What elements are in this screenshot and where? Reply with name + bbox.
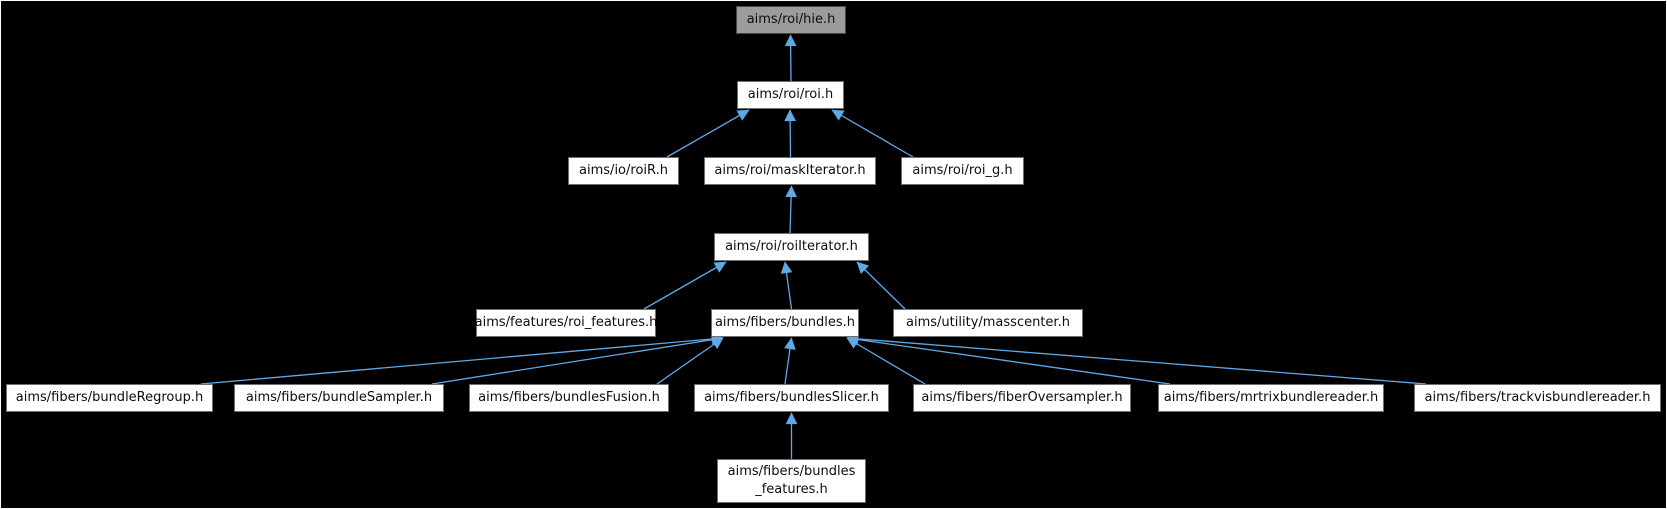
graph-edge-roi_features-to-roiIterator	[643, 261, 727, 310]
graph-node-aims-fibers-bundles-h[interactable]: aims/fibers/bundles.h	[711, 309, 859, 337]
graph-node-aims-fibers-bundlesfusion-h[interactable]: aims/fibers/bundlesFusion.h	[469, 384, 669, 412]
graph-node-aims-roi-roi-g-h[interactable]: aims/roi/roi_g.h	[901, 157, 1024, 185]
graph-node-aims-fibers-bundleregroup-h[interactable]: aims/fibers/bundleRegroup.h	[6, 384, 213, 412]
graph-node-aims-fibers-bundles-features-h[interactable]: aims/fibers/bundles _features.h	[717, 459, 866, 503]
graph-node-aims-fibers-bundlesampler-h[interactable]: aims/fibers/bundleSampler.h	[234, 384, 444, 412]
graph-edge-masscenter-to-roiIterator	[856, 261, 906, 310]
graph-node-aims-utility-masscenter-h[interactable]: aims/utility/masscenter.h	[893, 309, 1083, 337]
graph-edge-fiberOversampler-to-bundles	[846, 337, 926, 385]
graph-edge-bundleRegroup-to-bundles	[200, 333, 724, 385]
graph-edge-roiR-to-roi	[666, 109, 750, 158]
graph-edge-trackvisbundlereader-to-bundles	[846, 333, 1427, 385]
graph-node-aims-roi-maskiterator-h[interactable]: aims/roi/maskIterator.h	[704, 157, 876, 185]
graph-node-aims-fibers-fiberoversampler-h[interactable]: aims/fibers/fiberOversampler.h	[913, 384, 1131, 412]
graph-node-aims-features-roi-features-h[interactable]: aims/features/roi_features.h	[475, 309, 657, 337]
graph-edge-bundlesSlicer-to-bundles	[784, 337, 796, 385]
graph-edge-bundleSampler-to-bundles	[431, 333, 724, 385]
graph-node-aims-fibers-mrtrixbundlereader-h[interactable]: aims/fibers/mrtrixbundlereader.h	[1158, 384, 1384, 412]
graph-edge-roi-to-hie	[784, 34, 797, 82]
graph-node-aims-roi-roi-h[interactable]: aims/roi/roi.h	[737, 81, 844, 109]
graph-node-aims-io-roir-h[interactable]: aims/io/roiR.h	[568, 157, 679, 185]
graph-node-aims-fibers-trackvisbundlereader-h[interactable]: aims/fibers/trackvisbundlereader.h	[1414, 384, 1661, 412]
graph-node-aims-roi-hie-h[interactable]: aims/roi/hie.h	[736, 6, 846, 34]
graph-edge-roi_g-to-roi	[831, 109, 914, 158]
graph-node-aims-roi-roiiterator-h[interactable]: aims/roi/roiIterator.h	[714, 233, 869, 261]
graph-edge-mrtrixbundlereader-to-bundles	[846, 333, 1171, 385]
graph-edge-bundles-to-roiIterator	[780, 261, 793, 310]
graph-edge-roiIterator-to-maskIterator	[785, 185, 797, 234]
graph-edge-maskIterator-to-roi	[784, 109, 796, 158]
graph-node-aims-fibers-bundlesslicer-h[interactable]: aims/fibers/bundlesSlicer.h	[694, 384, 889, 412]
graph-edge-bundlesFusion-to-bundles	[656, 337, 724, 385]
